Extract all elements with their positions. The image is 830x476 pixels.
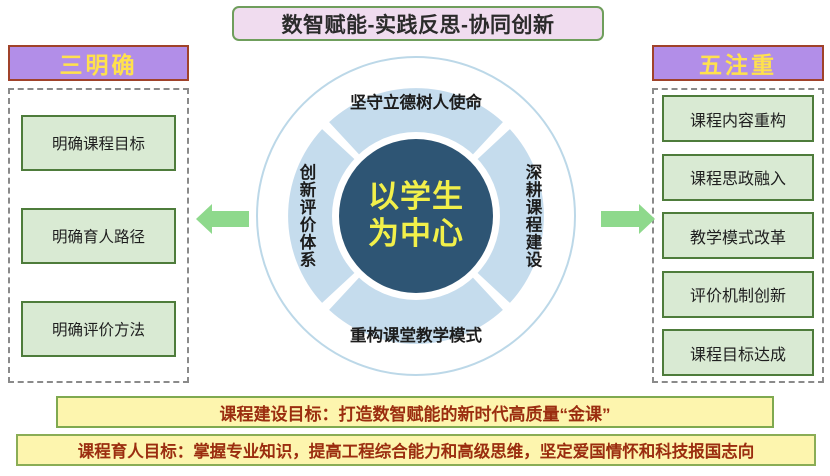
segment-left — [288, 129, 358, 303]
donut-segments — [288, 88, 544, 344]
list-item[interactable]: 课程目标达成 — [662, 329, 814, 376]
list-item[interactable]: 明确评价方法 — [21, 300, 176, 357]
segment-right — [474, 129, 544, 303]
right-panel-list: 课程内容重构 课程思政融入 教学模式改革 评价机制创新 课程目标达成 — [652, 88, 824, 383]
top-title-banner: 数智赋能-实践反思-协同创新 — [232, 6, 604, 41]
segment-label-left: 创新评价体系 — [297, 163, 315, 269]
arrow-left-shaft — [211, 211, 249, 227]
core-text-line2: 为中心 — [368, 216, 464, 251]
course-construction-goal-text: 课程建设目标：打造数智赋能的新时代高质量“金课” — [219, 404, 611, 424]
arrow-left-head — [196, 204, 212, 234]
arrow-right-head — [639, 204, 655, 234]
core-circle: 以学生 为中心 — [339, 139, 493, 293]
list-item[interactable]: 课程内容重构 — [662, 95, 814, 142]
top-title-text: 数智赋能-实践反思-协同创新 — [281, 13, 555, 37]
left-panel-list: 明确课程目标 明确育人路径 明确评价方法 — [8, 88, 189, 383]
list-item[interactable]: 明确育人路径 — [21, 207, 176, 264]
left-panel-header: 三明确 — [8, 45, 189, 81]
course-education-goal-text: 课程育人目标：掌握专业知识，提高工程综合能力和高级思维，坚定爱国情怀和科技报国志… — [77, 443, 755, 461]
center-circular-diagram: 以学生 为中心 坚守立德树人使命 深耕课程建设 重构课堂教学模式 创新评价体系 — [256, 56, 576, 376]
course-construction-goal-bar: 课程建设目标：打造数智赋能的新时代高质量“金课” — [56, 396, 774, 428]
outer-ring-outline — [256, 56, 576, 376]
list-item[interactable]: 教学模式改革 — [662, 212, 814, 259]
left-panel-header-text: 三明确 — [59, 52, 138, 78]
list-item[interactable]: 评价机制创新 — [662, 270, 814, 318]
segment-label-top: 坚守立德树人使命 — [350, 94, 482, 112]
list-item[interactable]: 明确课程目标 — [21, 114, 176, 171]
segment-label-bottom: 重构课堂教学模式 — [350, 327, 482, 345]
arrow-right-shaft — [601, 211, 639, 227]
segment-top — [329, 88, 503, 158]
list-item[interactable]: 课程思政融入 — [662, 153, 814, 201]
core-text-line1: 以学生 — [368, 179, 464, 215]
segment-label-right: 深耕课程建设 — [523, 163, 541, 269]
right-panel-header-text: 五注重 — [699, 52, 777, 78]
segment-bottom — [329, 274, 503, 344]
course-education-goal-bar: 课程育人目标：掌握专业知识，提高工程综合能力和高级思维，坚定爱国情怀和科技报国志… — [16, 434, 816, 466]
right-panel-header: 五注重 — [652, 45, 824, 81]
